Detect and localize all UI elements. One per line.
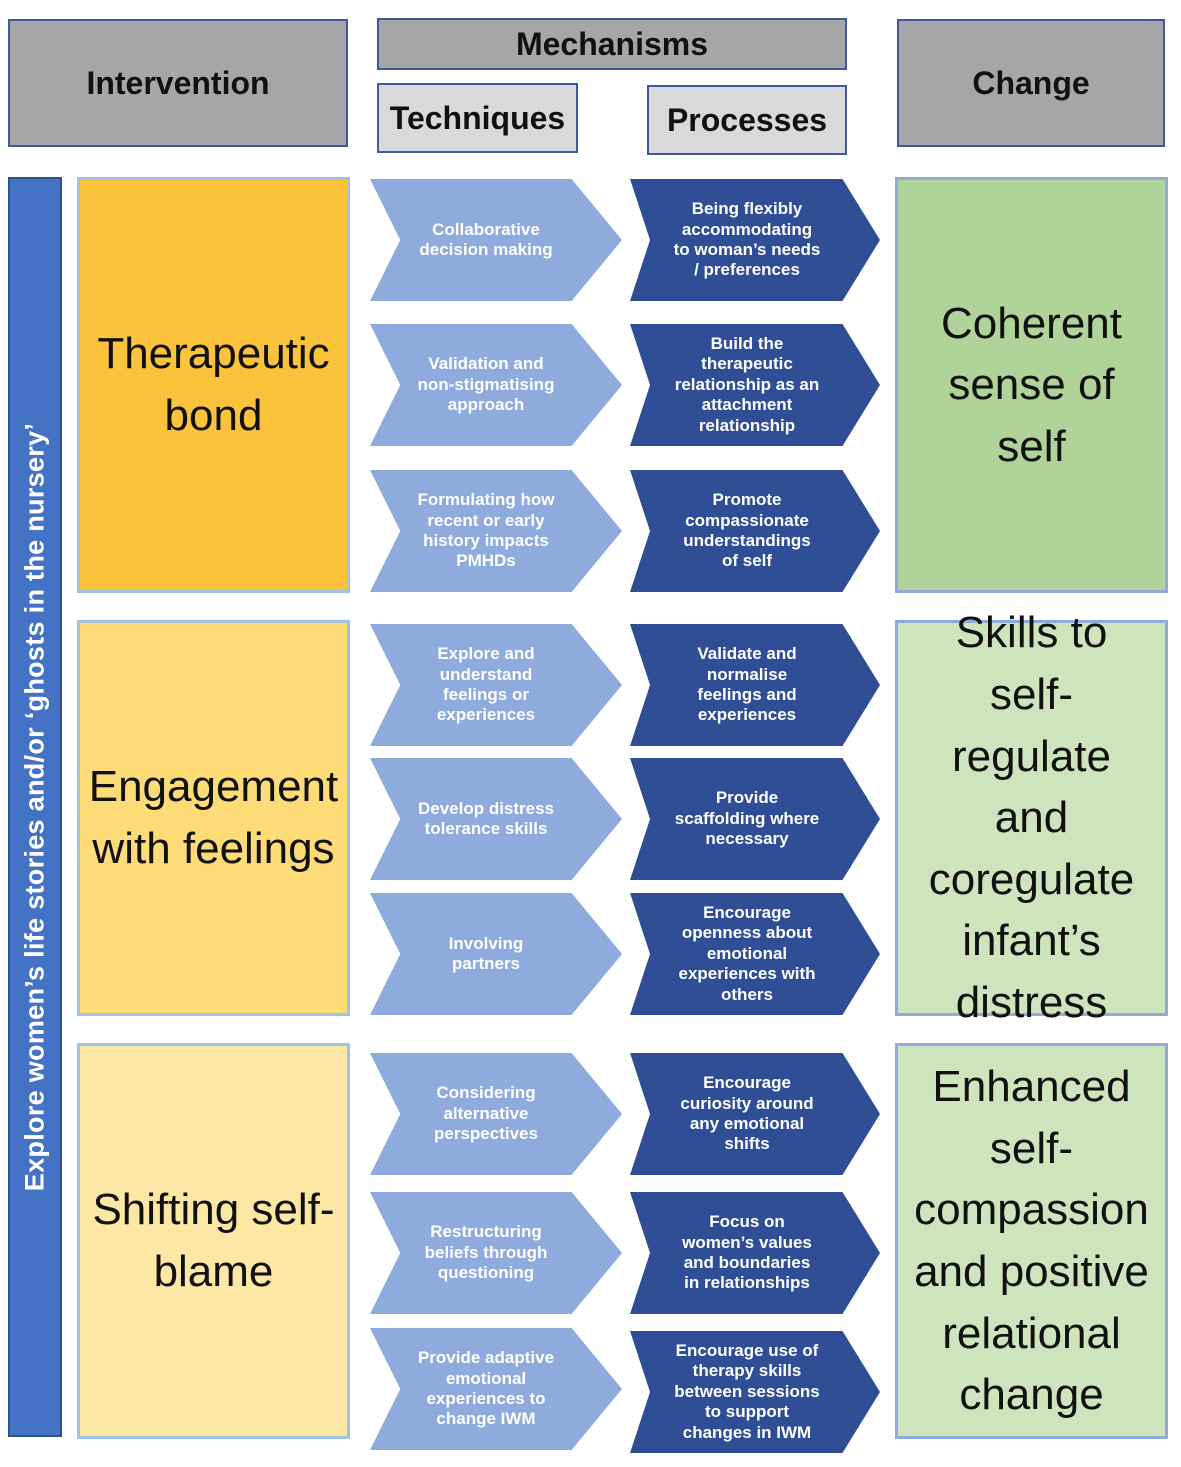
- change-header: Change: [897, 19, 1165, 147]
- change-enhanced-self-compassion: Enhanced self- compassion and positive r…: [895, 1043, 1168, 1439]
- technique-chevron: Involving partners: [370, 893, 622, 1015]
- process-label: Promote compassionate understandings of …: [683, 490, 811, 571]
- technique-label: Collaborative decision making: [419, 219, 553, 259]
- process-label: Build the therapeutic relationship as an…: [674, 334, 820, 435]
- process-chevron: Provide scaffolding where necessary: [630, 758, 880, 880]
- technique-label: Considering alternative perspectives: [434, 1083, 538, 1144]
- process-label: Encourage use of therapy skills between …: [674, 1341, 820, 1442]
- technique-chevron: Collaborative decision making: [370, 179, 622, 301]
- process-label: Encourage openness about emotional exper…: [678, 903, 816, 1004]
- process-label: Focus on women’s values and boundaries i…: [682, 1212, 812, 1293]
- technique-chevron: Develop distress tolerance skills: [370, 758, 622, 880]
- technique-chevron: Explore and understand feelings or exper…: [370, 624, 622, 746]
- processes-header: Processes: [647, 85, 847, 155]
- technique-label: Develop distress tolerance skills: [417, 798, 555, 838]
- technique-chevron: Validation and non-stigmatising approach: [370, 324, 622, 446]
- technique-label: Restructuring beliefs through questionin…: [424, 1222, 548, 1283]
- technique-chevron: Formulating how recent or early history …: [370, 470, 622, 592]
- change-coherent-sense-of-self: Coherent sense of self: [895, 177, 1168, 593]
- side-bar: Explore women’s life stories and/or ‘gho…: [8, 177, 62, 1437]
- technique-label: Involving partners: [448, 933, 524, 973]
- technique-label: Explore and understand feelings or exper…: [436, 644, 536, 725]
- technique-label: Validation and non-stigmatising approach: [417, 354, 555, 415]
- mechanisms-header: Mechanisms: [377, 18, 847, 70]
- intervention-shifting-self-blame: Shifting self- blame: [77, 1043, 350, 1439]
- technique-chevron: Restructuring beliefs through questionin…: [370, 1192, 622, 1314]
- intervention-therapeutic-bond: Therapeutic bond: [77, 177, 350, 593]
- technique-chevron: Provide adaptive emotional experiences t…: [370, 1328, 622, 1450]
- change-skills-to-self-regulate: Skills to self- regulate and coregulate …: [895, 608, 1168, 1027]
- process-label: Encourage curiosity around any emotional…: [680, 1073, 814, 1154]
- process-label: Provide scaffolding where necessary: [674, 788, 820, 849]
- technique-label: Formulating how recent or early history …: [417, 490, 555, 571]
- process-chevron: Validate and normalise feelings and expe…: [630, 624, 880, 746]
- process-label: Being flexibly accommodating to woman’s …: [673, 199, 821, 280]
- technique-chevron: Considering alternative perspectives: [370, 1053, 622, 1175]
- intervention-engagement-with-feelings: Engagement with feelings: [77, 620, 350, 1016]
- intervention-header: Intervention: [8, 19, 348, 147]
- process-chevron: Build the therapeutic relationship as an…: [630, 324, 880, 446]
- technique-label: Provide adaptive emotional experiences t…: [417, 1348, 555, 1429]
- process-chevron: Promote compassionate understandings of …: [630, 470, 880, 592]
- process-chevron: Encourage use of therapy skills between …: [630, 1331, 880, 1453]
- process-chevron: Focus on women’s values and boundaries i…: [630, 1192, 880, 1314]
- side-label: Explore women’s life stories and/or ‘gho…: [19, 422, 50, 1192]
- process-chevron: Encourage curiosity around any emotional…: [630, 1053, 880, 1175]
- process-chevron: Encourage openness about emotional exper…: [630, 893, 880, 1015]
- techniques-header: Techniques: [377, 83, 578, 153]
- process-chevron: Being flexibly accommodating to woman’s …: [630, 179, 880, 301]
- process-label: Validate and normalise feelings and expe…: [697, 644, 797, 725]
